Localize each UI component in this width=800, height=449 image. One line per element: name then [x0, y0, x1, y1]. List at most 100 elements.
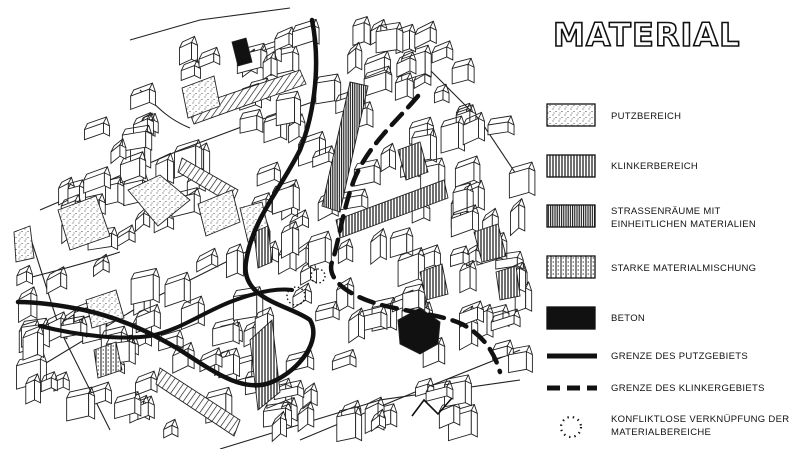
house — [337, 238, 354, 265]
house — [114, 391, 142, 420]
house — [510, 197, 526, 237]
house — [336, 406, 363, 443]
house — [239, 108, 264, 134]
house — [218, 347, 241, 379]
legend-label-beton: BETON — [611, 313, 646, 324]
putz-boundary-line-b — [38, 287, 294, 340]
house — [302, 382, 318, 410]
house — [110, 137, 127, 165]
street-space-north — [187, 69, 307, 125]
legend-symbol-vertical-hatch — [546, 154, 596, 178]
putz-area-4 — [13, 225, 35, 263]
legend-symbol-solid-black — [546, 306, 596, 330]
house — [180, 58, 201, 82]
house — [66, 386, 96, 422]
house — [297, 400, 315, 433]
house — [331, 348, 357, 371]
street-outline — [129, 7, 291, 41]
house — [347, 41, 363, 75]
klinker-strip-center — [321, 81, 369, 213]
legend-label-putzbereich: PUTZBEREICH — [611, 111, 682, 122]
klinker-strip-east — [335, 179, 449, 239]
house — [212, 317, 240, 347]
putz-area-2 — [57, 195, 111, 251]
house — [281, 220, 300, 259]
legend-symbols — [546, 103, 597, 439]
house — [135, 370, 158, 396]
house — [508, 161, 536, 199]
house — [256, 161, 281, 187]
house — [121, 124, 153, 152]
legend-label-strassenraeume: STRASSENRÄUME MIT EINHEITLICHEN MATERIAL… — [611, 206, 757, 230]
legend-label-grenze-putz: GRENZE DES PUTZGEBIETS — [611, 351, 748, 362]
putz-area-1 — [127, 174, 191, 227]
legend-label-verknuepfung: KONFLIKTLOSE VERKNÜPFUNG DER MATERIALBER… — [611, 414, 790, 438]
house — [402, 283, 426, 312]
klinker-area-2 — [419, 263, 449, 301]
putz-boundary-line-a — [15, 17, 319, 388]
putz-area-5 — [197, 189, 241, 237]
house — [315, 73, 342, 105]
north-arrow-icon — [411, 397, 453, 417]
house — [394, 72, 414, 101]
legend-symbol-dense-vertical-hatch — [546, 204, 596, 228]
conflict-free-links — [286, 268, 326, 306]
house — [452, 182, 474, 216]
house — [292, 282, 312, 309]
legend-symbol-hatch-with-dots — [546, 255, 596, 279]
house — [389, 227, 414, 259]
house — [196, 247, 219, 273]
house — [119, 151, 147, 184]
house — [275, 90, 302, 127]
house — [262, 50, 278, 81]
house — [16, 264, 33, 287]
house — [22, 325, 45, 361]
house — [414, 20, 437, 49]
legend-label-materialmischung: STARKE MATERIALMISCHUNG — [611, 263, 757, 274]
house — [53, 371, 70, 392]
house — [352, 16, 371, 46]
link-dotted-circle-1 — [286, 286, 306, 306]
house — [46, 265, 68, 295]
house — [179, 35, 199, 66]
legend-symbol-dotted-circle — [559, 415, 583, 439]
klinker-boundary-line — [328, 93, 503, 375]
house — [431, 40, 454, 64]
house — [273, 379, 305, 401]
boundary-lines — [15, 17, 503, 388]
house — [163, 418, 179, 439]
house — [454, 155, 481, 188]
beton-building-center — [397, 307, 441, 355]
legend-title: MATERIAL — [552, 15, 741, 55]
house — [198, 46, 221, 69]
klinker-area-5 — [253, 225, 273, 269]
house — [130, 82, 156, 111]
house — [115, 224, 136, 248]
legend-symbol-stipple — [546, 103, 596, 127]
street-space-south — [155, 367, 241, 437]
house — [490, 308, 521, 332]
house — [450, 204, 479, 238]
house — [495, 250, 524, 270]
house — [83, 166, 111, 194]
klinker-area-4 — [495, 265, 521, 301]
house — [462, 111, 485, 146]
house — [83, 116, 110, 141]
house — [370, 408, 386, 433]
house — [130, 267, 160, 305]
house — [396, 51, 417, 78]
house — [164, 271, 191, 308]
material-areas — [13, 37, 521, 437]
house — [25, 373, 41, 405]
putz-area-3 — [181, 75, 221, 119]
klinker-area-3 — [473, 223, 507, 263]
house — [315, 300, 340, 322]
house — [93, 253, 110, 278]
house — [225, 243, 244, 279]
house — [271, 410, 287, 443]
house — [375, 21, 404, 54]
house — [40, 371, 58, 393]
link-dotted-circle-2 — [310, 268, 326, 284]
